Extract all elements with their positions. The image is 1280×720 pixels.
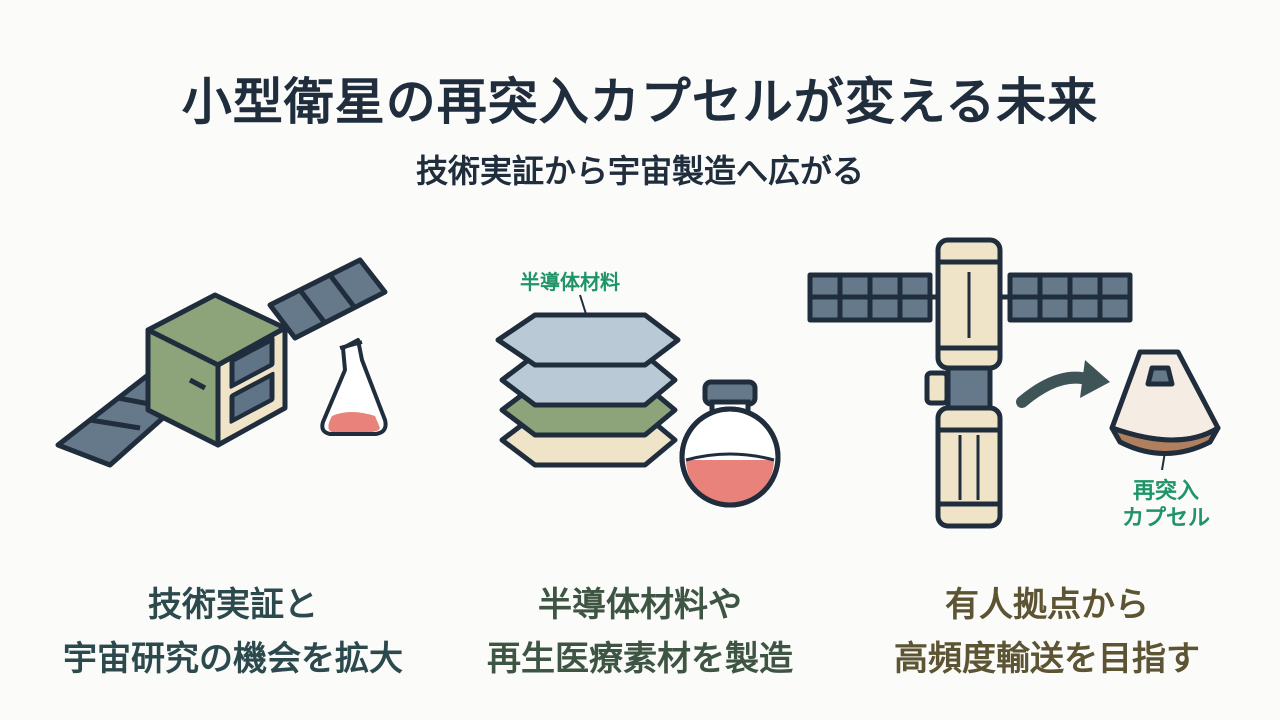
- capsule-label-line1: 再突入: [1132, 479, 1199, 504]
- page-subtitle: 技術実証から宇宙製造へ広がる: [415, 152, 864, 190]
- caption-tech-demo: 技術実証と 宇宙研究の機会を拡大: [20, 578, 446, 686]
- caption-line1: 有人拠点から: [945, 585, 1149, 625]
- caption-line2: 宇宙研究の機会を拡大: [63, 639, 403, 679]
- caption-line1: 半導体材料や: [538, 585, 742, 625]
- capsule-icon: [1109, 349, 1221, 456]
- space-station-icon: [807, 237, 1221, 529]
- arrow-icon: [1016, 360, 1110, 408]
- caption-transport: 有人拠点から 高頻度輸送を目指す: [834, 578, 1260, 686]
- caption-line2: 高頻度輸送を目指す: [894, 639, 1200, 679]
- capsule-label: 再突入 カプセル: [1096, 478, 1236, 532]
- caption-line2: 再生医療素材を製造: [487, 639, 793, 679]
- caption-line1: 技術実証と: [148, 585, 318, 625]
- satellite-icon: [55, 257, 388, 468]
- page-title: 小型衛星の再突入カプセルが変える未来: [181, 73, 1099, 131]
- flask-icon: [320, 338, 388, 436]
- caption-manufacturing: 半導体材料や 再生医療素材を製造: [427, 578, 853, 686]
- semiconductor-wafers-icon: [495, 294, 781, 508]
- capsule-label-line2: カプセル: [1121, 506, 1210, 531]
- semiconductor-label: 半導体材料: [520, 270, 620, 294]
